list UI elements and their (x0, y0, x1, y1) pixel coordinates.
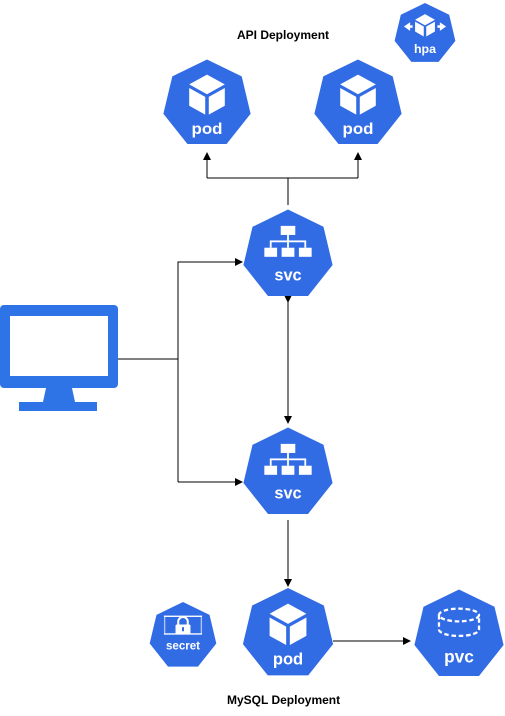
api-svc-label: svc (274, 266, 301, 284)
mysql-svc-label: svc (274, 484, 301, 502)
mysql-svc[interactable]: svc (243, 427, 333, 514)
api-pod-right-label: pod (343, 119, 374, 138)
heptagon-shape (394, 2, 456, 62)
api-svc[interactable]: svc (243, 209, 333, 296)
heptagon-shape (242, 588, 334, 676)
network-hierarchy-icon (264, 443, 312, 475)
heptagon-shape (314, 59, 402, 145)
edges (118, 152, 411, 645)
pvc-node[interactable]: pvc (414, 589, 504, 676)
api-pod-left[interactable]: pod (163, 59, 251, 145)
mysql-pod-label: pod (273, 649, 303, 668)
hpa-node[interactable]: hpa (394, 2, 456, 62)
mysql-pod[interactable]: pod (242, 588, 334, 676)
desktop-monitor-icon (0, 305, 118, 411)
padlock-icon (163, 615, 203, 635)
hpa-label: hpa (414, 42, 436, 56)
api-pod-left-label: pod (192, 119, 223, 138)
client-monitor (0, 305, 118, 411)
mysql-deployment-title: MySQL Deployment (227, 693, 341, 707)
network-hierarchy-icon (264, 225, 312, 257)
heptagon-shape (414, 589, 504, 676)
edge-api-svc-to-pods (207, 177, 358, 205)
secret-node[interactable]: secret (149, 602, 217, 667)
resize-cube-icon (403, 14, 447, 37)
api-pod-right[interactable]: pod (314, 59, 402, 145)
edge-client-trunk (118, 261, 238, 360)
cube-icon (189, 74, 225, 115)
heptagon-shape (163, 59, 251, 145)
pvc-label: pvc (444, 646, 474, 666)
secret-label: secret (166, 641, 200, 653)
storage-cylinder-icon (437, 607, 481, 638)
api-deployment-title: API Deployment (237, 28, 330, 42)
